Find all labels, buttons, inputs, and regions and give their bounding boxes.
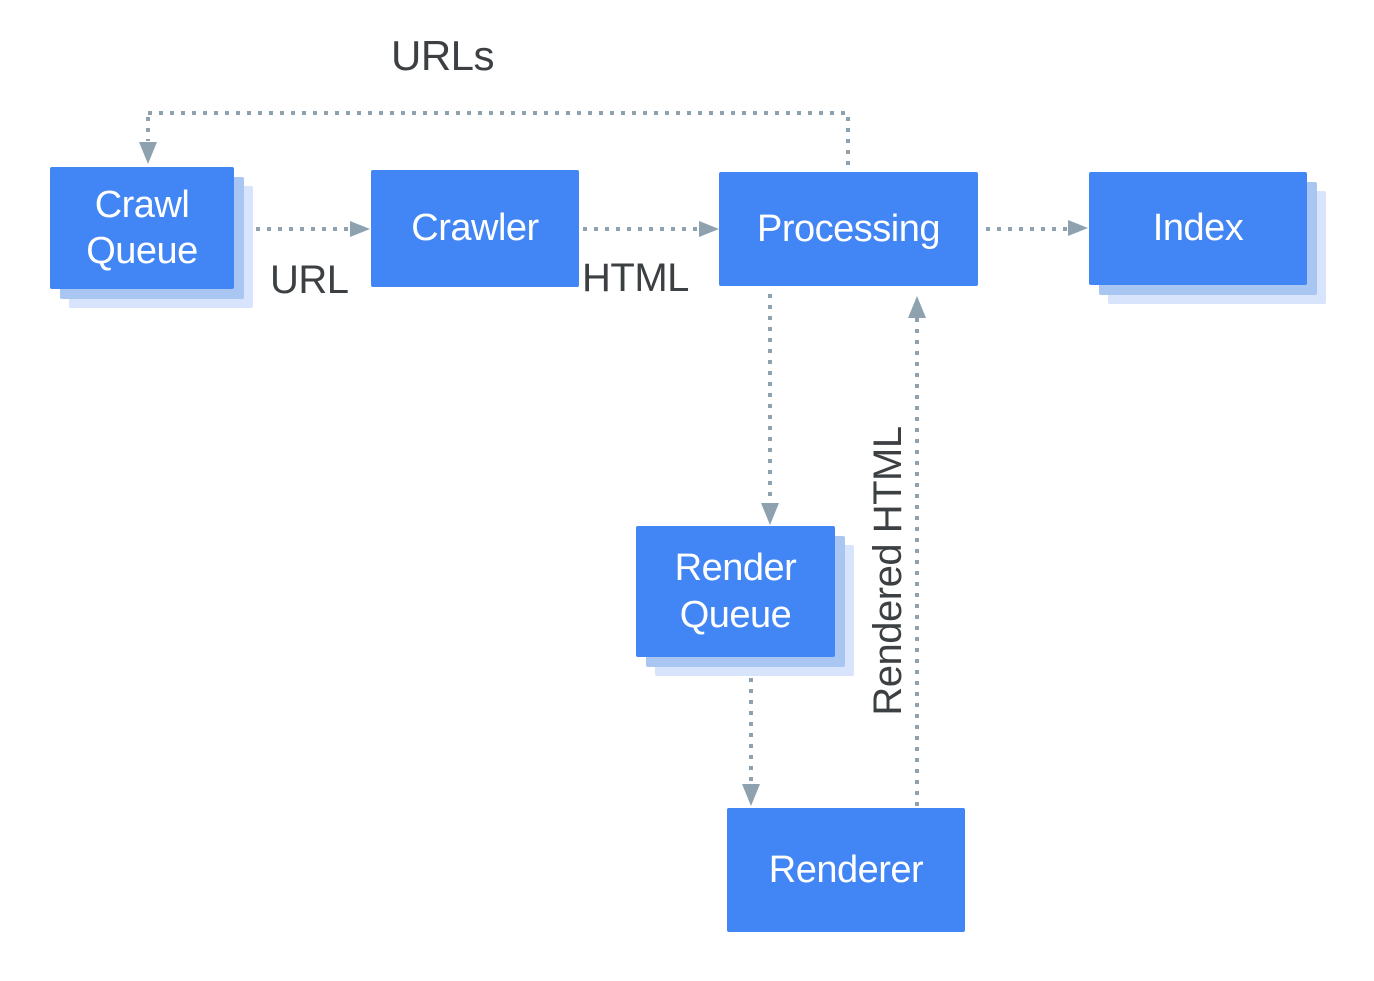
arrowhead-right-into-processing [699,221,719,237]
node-crawler-label: Crawler [411,207,539,250]
node-crawl-queue: Crawl Queue [50,167,234,289]
arrowhead-down-into-renderer [742,784,760,806]
arrowhead-right-into-index [1068,220,1088,236]
edge-label-rendered-html: Rendered HTML [866,426,910,716]
node-render-queue-label: Render Queue [674,547,797,636]
edge-processing-to-crawlqueue-left-drop [146,117,150,141]
edge-processing-to-renderqueue [768,294,772,504]
node-index-label: Index [1152,207,1244,250]
edge-label-html: HTML [582,256,689,300]
arrowhead-up-into-processing [908,296,926,318]
node-index: Index [1089,172,1307,285]
node-crawler: Crawler [371,170,579,287]
node-processing-label: Processing [757,207,940,250]
node-renderer-label: Renderer [768,848,924,891]
edge-label-urls: URLs [391,32,495,79]
edge-crawlqueue-to-crawler [256,227,350,231]
edge-processing-to-crawlqueue-right-riser [846,117,850,170]
node-render-queue: Render Queue [636,526,835,657]
edge-crawler-to-processing [583,227,699,231]
arrowhead-down-into-render-queue [761,503,779,525]
node-crawl-queue-label: Crawl Queue [86,183,198,272]
node-processing: Processing [719,172,978,286]
edge-processing-to-index [986,227,1068,231]
arrowhead-down-into-crawl-queue [139,142,157,164]
node-renderer: Renderer [727,808,965,932]
edge-processing-to-crawlqueue-top [148,111,848,115]
edge-label-url: URL [270,258,349,302]
edge-renderer-to-processing [915,318,919,808]
arrowhead-right-into-crawler [350,221,370,237]
edge-renderqueue-to-renderer [749,678,753,784]
